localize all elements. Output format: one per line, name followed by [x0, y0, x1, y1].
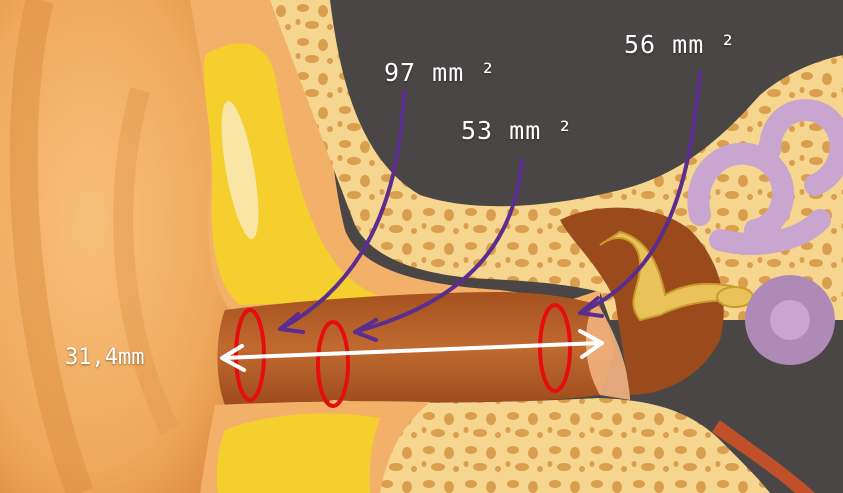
cochlea — [687, 99, 843, 255]
temporal-bone-upper — [270, 0, 843, 320]
ear-fold — [9, 0, 94, 493]
cranial-space — [330, 0, 843, 184]
cross-section-3 — [538, 303, 572, 393]
length-label: 31,4mm — [65, 345, 145, 370]
area-label-3: 56 mm ² — [624, 30, 737, 59]
lower-cartilage — [216, 413, 380, 493]
area-label-2: 53 mm ² — [461, 116, 574, 145]
blood-vessel — [712, 420, 815, 493]
cartilage-highlight — [221, 101, 259, 239]
arrow-56 — [580, 70, 702, 314]
temporal-bone-lower — [330, 398, 770, 493]
cross-section-2 — [316, 320, 350, 408]
pointer-arrowheads — [278, 296, 604, 342]
arrow-53 — [356, 158, 524, 333]
upper-cartilage — [203, 43, 390, 305]
arrow-97 — [280, 90, 406, 330]
area-label-1: 97 mm ² — [384, 58, 497, 87]
pointer-arrows — [280, 70, 702, 333]
ear-fold-inner — [113, 87, 179, 435]
length-arrow — [220, 329, 604, 372]
eardrum — [585, 300, 630, 400]
stapes — [716, 286, 754, 308]
